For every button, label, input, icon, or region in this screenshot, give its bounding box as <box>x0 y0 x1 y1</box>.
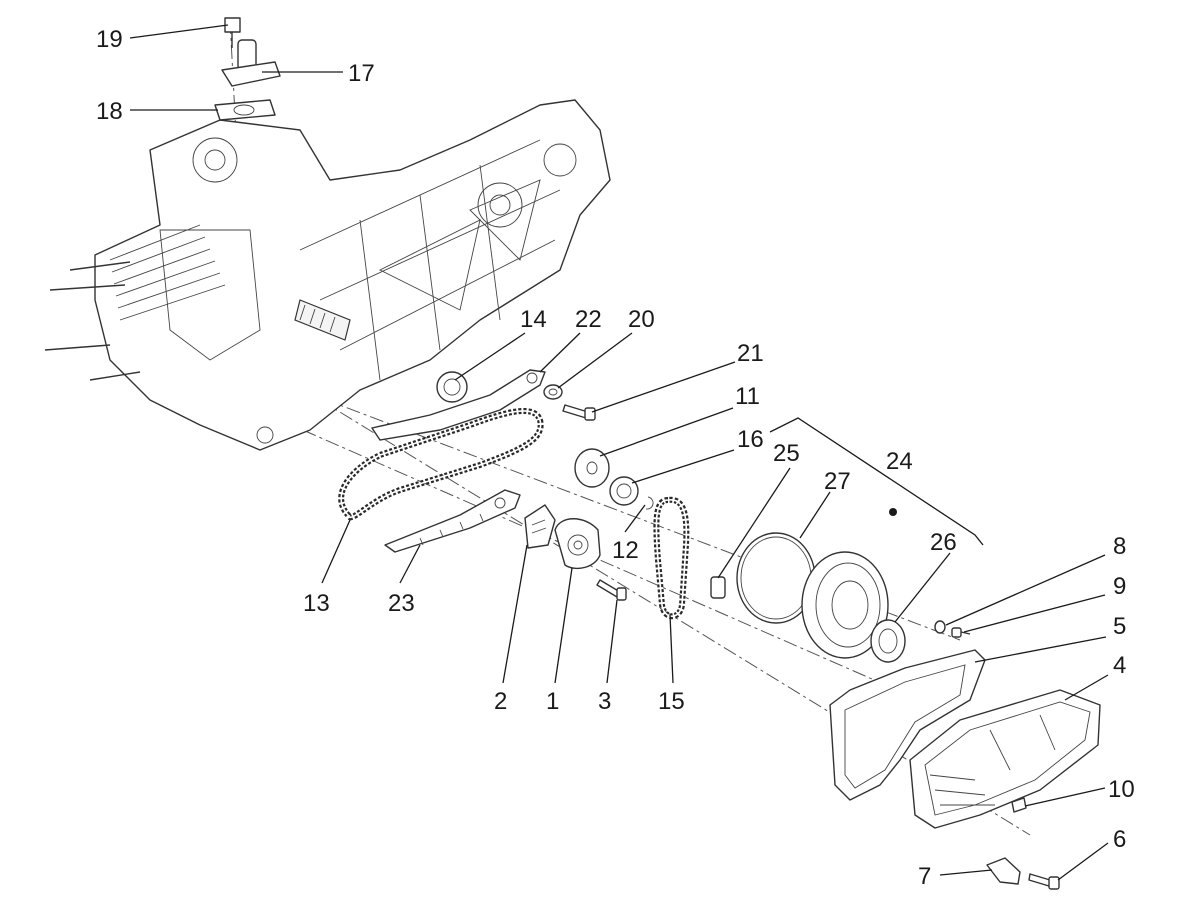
callout-11: 11 <box>735 383 760 410</box>
chain-tensioner-assembly <box>214 17 281 121</box>
oil-sump-4 <box>909 689 1101 829</box>
tensioner-flange-17 <box>221 61 281 87</box>
leader-lines <box>129 24 1109 881</box>
oil-seal-26 <box>870 619 906 663</box>
callout-24: 24 <box>886 448 913 475</box>
washer-11 <box>574 448 610 488</box>
circlip-12 <box>645 496 654 510</box>
callout-20: 20 <box>628 306 655 333</box>
callout-14: 14 <box>520 306 547 333</box>
callout-7: 7 <box>918 863 931 890</box>
callout-23: 23 <box>388 590 415 617</box>
bolt-6 <box>1028 873 1060 890</box>
callout-5: 5 <box>1113 613 1126 640</box>
oil-pump-1 <box>554 518 601 570</box>
pump-cover-24 <box>801 508 897 659</box>
callout-19: 19 <box>96 26 123 53</box>
callout-labels: 19 17 18 14 22 20 21 11 16 25 24 27 26 8… <box>96 26 1135 890</box>
washer-8 <box>934 620 946 634</box>
callout-12: 12 <box>612 537 639 564</box>
callout-15: 15 <box>658 688 685 715</box>
crank-sprocket-14 <box>436 371 468 403</box>
tensioner-screw-19 <box>224 17 241 33</box>
bush-20 <box>543 384 563 400</box>
bracket-7 <box>986 857 1021 885</box>
bolt-21 <box>562 404 596 421</box>
callout-10: 10 <box>1108 776 1135 803</box>
crankcase-housing <box>44 99 611 451</box>
callout-9: 9 <box>1113 573 1126 600</box>
sump-gasket-5 <box>829 649 986 801</box>
pump-plate-2 <box>524 504 556 549</box>
callout-13: 13 <box>303 590 330 617</box>
kit-bracket-24 <box>769 417 984 546</box>
callout-8: 8 <box>1113 533 1126 560</box>
seal-pad-25 <box>710 576 726 599</box>
timing-chain-13 <box>338 407 544 521</box>
callout-3: 3 <box>598 688 611 715</box>
callout-2: 2 <box>494 688 507 715</box>
pump-sprocket-16 <box>609 476 639 506</box>
callout-25: 25 <box>773 440 800 467</box>
pump-chain-15 <box>653 496 690 620</box>
chain-slider-23 <box>384 489 521 553</box>
bolt-3 <box>596 579 627 601</box>
callout-6: 6 <box>1113 826 1126 853</box>
callout-21: 21 <box>737 340 764 367</box>
callout-22: 22 <box>575 306 602 333</box>
callout-1: 1 <box>546 688 559 715</box>
callout-26: 26 <box>930 529 957 556</box>
drain-plug-10 <box>1011 797 1027 813</box>
callout-18: 18 <box>96 98 123 125</box>
screw-9 <box>951 627 971 638</box>
chain-guide-22 <box>371 369 546 441</box>
callout-27: 27 <box>824 468 851 495</box>
tensioner-gasket-18 <box>214 99 276 121</box>
callout-17: 17 <box>348 60 375 87</box>
callout-4: 4 <box>1113 652 1126 679</box>
callout-16: 16 <box>737 426 764 453</box>
